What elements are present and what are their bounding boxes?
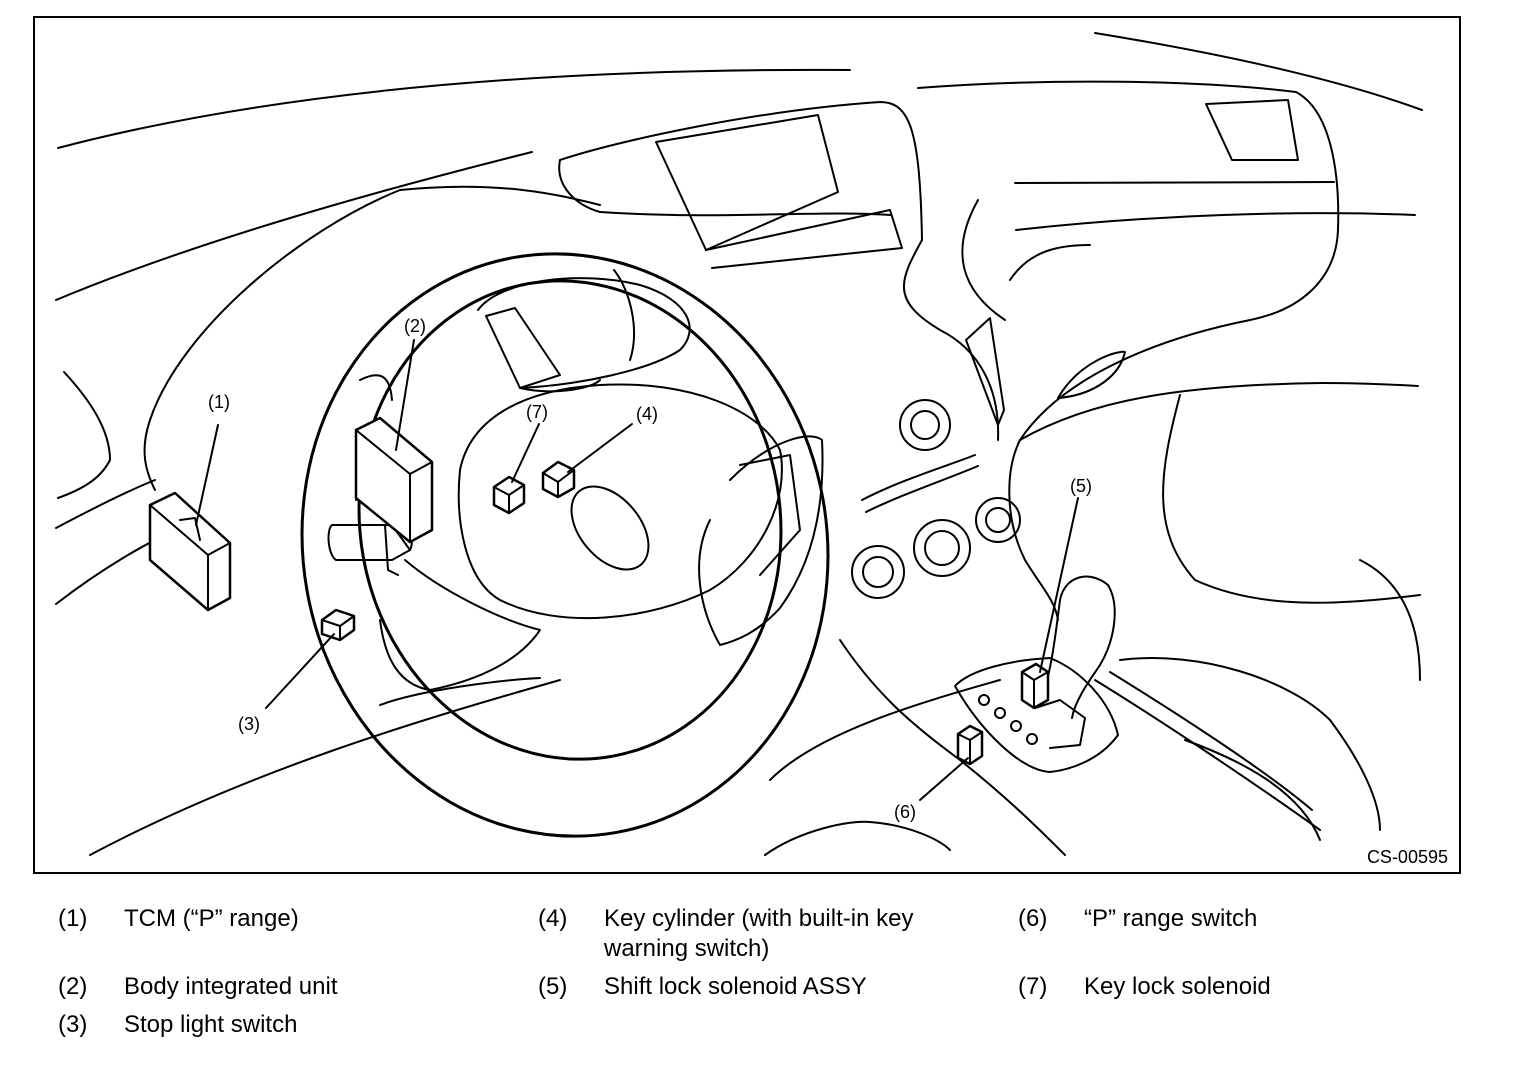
dashboard-outline bbox=[55, 32, 1423, 856]
legend-text: “P” range switch bbox=[1084, 905, 1258, 932]
callout-3: (3) bbox=[238, 714, 260, 734]
legend-text: Body integrated unit bbox=[124, 973, 338, 1000]
stop-light-switch-component bbox=[320, 608, 356, 642]
legend: (1) TCM (“P” range) (2) Body integrated … bbox=[0, 880, 1536, 1074]
legend-text: Stop light switch bbox=[124, 1011, 298, 1038]
dashboard-diagram: (1) (2) (3) (4) (7) (5) (6) CS-00595 bbox=[33, 16, 1461, 874]
callout-1: (1) bbox=[208, 392, 230, 412]
legend-num: (7) bbox=[1018, 973, 1048, 1000]
callout-6: (6) bbox=[894, 802, 916, 822]
legend-text: Key cylinder (with built-in key bbox=[604, 905, 914, 932]
tcm-component bbox=[148, 491, 232, 612]
callout-7: (7) bbox=[526, 402, 548, 422]
legend-text: Key lock solenoid bbox=[1084, 973, 1271, 1000]
legend-num: (5) bbox=[538, 973, 568, 1000]
legend-num: (3) bbox=[58, 1011, 88, 1038]
legend-num: (1) bbox=[58, 905, 88, 932]
figure-code: CS-00595 bbox=[1367, 847, 1448, 867]
legend-text: Shift lock solenoid ASSY bbox=[604, 973, 867, 1000]
legend-text: TCM (“P” range) bbox=[124, 905, 299, 932]
callout-2: (2) bbox=[404, 316, 426, 336]
callout-5: (5) bbox=[1070, 476, 1092, 496]
callout-4: (4) bbox=[636, 404, 658, 424]
key-lock-solenoid-component bbox=[492, 475, 526, 515]
body-integrated-unit-component bbox=[354, 416, 434, 544]
legend-text-line-2: warning switch) bbox=[604, 935, 770, 962]
p-range-switch-component bbox=[956, 724, 984, 766]
shift-lock-solenoid-component bbox=[1020, 662, 1050, 710]
legend-num: (4) bbox=[538, 905, 568, 932]
leader-lines bbox=[195, 339, 1079, 801]
legend-num: (2) bbox=[58, 973, 88, 1000]
key-cylinder-component bbox=[541, 460, 576, 499]
figure-frame bbox=[33, 16, 1461, 874]
legend-num: (6) bbox=[1018, 905, 1048, 932]
